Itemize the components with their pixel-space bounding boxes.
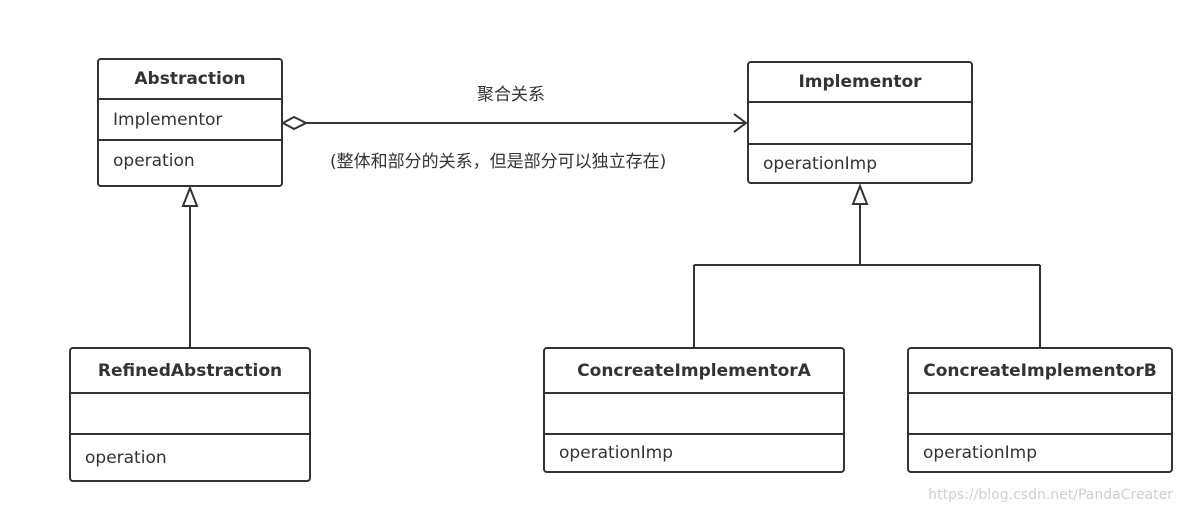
class-attribute xyxy=(71,394,309,435)
class-concreate-implementor-b: ConcreateImplementorB operationImp xyxy=(907,347,1173,473)
class-name: ConcreateImplementorB xyxy=(909,349,1171,394)
class-operation: operationImp xyxy=(923,443,1037,463)
class-attribute: Implementor xyxy=(99,100,281,141)
class-refined-abstraction: RefinedAbstraction operation xyxy=(69,347,311,482)
watermark: https://blog.csdn.net/PandaCreater xyxy=(928,487,1173,503)
class-name: ConcreateImplementorA xyxy=(545,349,843,394)
class-operation: operationImp xyxy=(763,153,877,174)
class-name: Abstraction xyxy=(99,60,281,100)
class-abstraction: Abstraction Implementor operation xyxy=(97,58,283,187)
class-attribute xyxy=(749,103,971,145)
inheritance-triangle-abstraction xyxy=(181,185,199,207)
aggregation-label: 聚合关系 xyxy=(477,85,545,105)
aggregation-arrowhead xyxy=(733,113,748,133)
class-name: RefinedAbstraction xyxy=(71,349,309,394)
aggregation-note: (整体和部分的关系，但是部分可以独立存在) xyxy=(330,152,667,172)
class-attribute xyxy=(909,394,1171,435)
inheritance-triangle-implementor xyxy=(851,183,869,205)
class-operation: operation xyxy=(85,447,167,468)
class-operation: operationImp xyxy=(559,443,673,463)
class-operation: operation xyxy=(113,151,195,171)
class-implementor: Implementor operationImp xyxy=(747,61,973,184)
class-concreate-implementor-a: ConcreateImplementorA operationImp xyxy=(543,347,845,473)
aggregation-diamond xyxy=(280,115,309,131)
class-attribute xyxy=(545,394,843,435)
class-name: Implementor xyxy=(749,63,971,103)
